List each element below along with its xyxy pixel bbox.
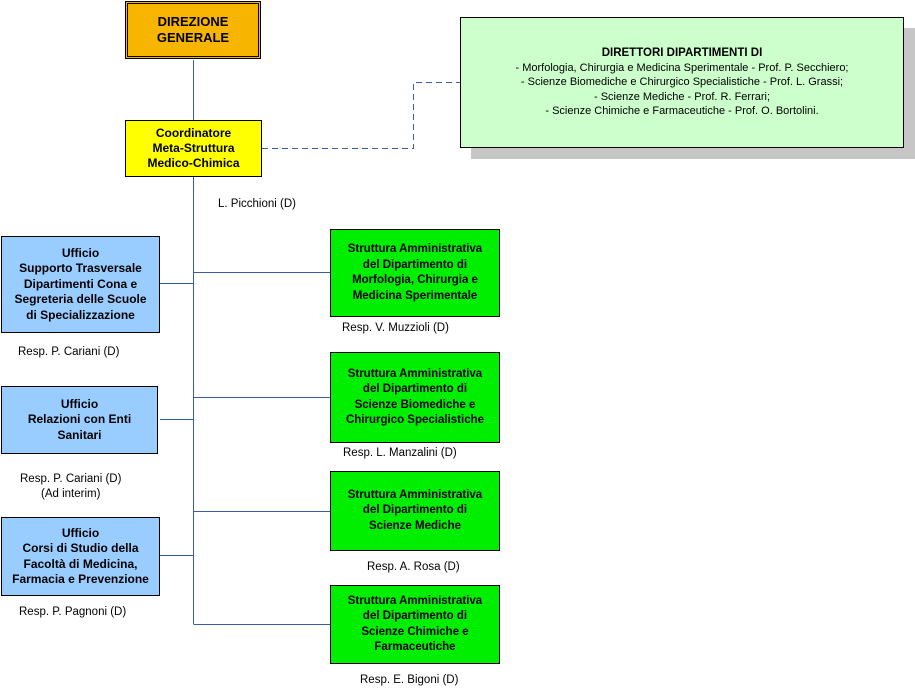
ufficio-2-resp: Resp. P. Cariani (D) (Ad interim) bbox=[20, 472, 121, 502]
struttura-2-line-3: Scienze Biomediche e bbox=[354, 398, 476, 411]
struttura-biomediche-box: Struttura Amministrativa del Dipartiment… bbox=[330, 352, 500, 443]
struttura-1-resp: Resp. V. Muzzioli (D) bbox=[342, 322, 449, 334]
ufficio-3-line-3: Facoltà di Medicina, bbox=[23, 556, 138, 571]
ufficio-1-line-3: Dipartimenti Cona e bbox=[23, 276, 138, 291]
ufficio-3-line-1: Ufficio bbox=[61, 525, 100, 540]
ufficio-3-line-4: Farmacia e Prevenzione bbox=[12, 572, 149, 586]
direttori-title: DIRETTORI DIPARTIMENTI DI bbox=[601, 47, 763, 60]
ufficio-relazioni-box: Ufficio Relazioni con Enti Sanitari bbox=[1, 386, 158, 454]
ufficio-1-line-4: Segreteria delle Scuole bbox=[14, 292, 147, 307]
coordinatore-line-2: Meta-Struttura bbox=[152, 141, 235, 155]
struttura-1-line-4: Medicina Sperimentale bbox=[352, 289, 478, 302]
direttori-line-4: - Scienze Chimiche e Farmaceutiche - Pro… bbox=[545, 105, 819, 118]
direzione-line-2: GENERALE bbox=[156, 30, 230, 45]
ufficio-supporto-box: Ufficio Supporto Trasversale Dipartiment… bbox=[1, 236, 160, 333]
ufficio-1-line-5: di Specializzazione bbox=[26, 307, 135, 322]
struttura-mediche-box: Struttura Amministrativa del Dipartiment… bbox=[330, 471, 500, 551]
direzione-generale-box: DIREZIONE GENERALE bbox=[125, 1, 261, 59]
struttura-chimiche-box: Struttura Amministrativa del Dipartiment… bbox=[330, 585, 500, 664]
struttura-2-line-1: Struttura Amministrativa bbox=[347, 367, 483, 380]
struttura-4-line-2: del Dipartimento di bbox=[362, 610, 468, 622]
direttori-line-1: - Morfologia, Chirurgia e Medicina Speri… bbox=[515, 61, 849, 74]
coordinatore-line-3: Medico-Chimica bbox=[147, 156, 240, 170]
struttura-4-line-3: Scienze Chimiche e bbox=[361, 625, 469, 638]
struttura-4-resp: Resp. E. Bigoni (D) bbox=[360, 674, 459, 686]
struttura-3-resp: Resp. A. Rosa (D) bbox=[367, 561, 460, 573]
struttura-3-line-1: Struttura Amministrativa bbox=[347, 488, 483, 501]
direttori-line-2: - Scienze Biomediche e Chirurgico Specia… bbox=[520, 76, 844, 89]
struttura-2-resp: Resp. L. Manzalini (D) bbox=[343, 447, 457, 459]
connector-dashed-direttori bbox=[262, 82, 460, 149]
ufficio-3-line-2: Corsi di Studio della bbox=[22, 541, 139, 555]
struttura-1-line-2: del Dipartimento di bbox=[362, 258, 468, 271]
struttura-2-line-4: Chirurgico Specialistiche bbox=[345, 414, 485, 426]
coordinatore-box: Coordinatore Meta-Struttura Medico-Chimi… bbox=[125, 120, 262, 177]
direzione-line-1: DIREZIONE bbox=[157, 14, 229, 29]
ufficio-1-resp: Resp. P. Cariani (D) bbox=[18, 346, 120, 358]
struttura-3-line-3: Scienze Mediche bbox=[368, 519, 462, 532]
ufficio-2-resp-line-2: (Ad interim) bbox=[40, 488, 101, 500]
ufficio-1-line-1: Ufficio bbox=[61, 245, 100, 260]
struttura-morfologia-box: Struttura Amministrativa del Dipartiment… bbox=[330, 229, 500, 317]
struttura-3-line-2: del Dipartimento di bbox=[362, 504, 468, 517]
ufficio-2-line-3: Sanitari bbox=[57, 427, 102, 442]
ufficio-2-line-1: Ufficio bbox=[60, 396, 99, 411]
struttura-2-line-2: del Dipartimento di bbox=[362, 383, 468, 395]
struttura-4-line-4: Farmaceutiche bbox=[374, 641, 456, 653]
struttura-1-line-1: Struttura Amministrativa bbox=[347, 243, 483, 255]
struttura-1-line-3: Morfologia, Chirurgia e bbox=[352, 274, 478, 286]
coordinatore-line-1: Coordinatore bbox=[155, 126, 232, 140]
direttori-box: DIRETTORI DIPARTIMENTI DI - Morfologia, … bbox=[460, 17, 904, 148]
ufficio-3-resp: Resp. P. Pagnoni (D) bbox=[19, 606, 127, 618]
struttura-4-line-1: Struttura Amministrativa bbox=[347, 594, 483, 607]
direttori-line-3: - Scienze Mediche - Prof. R. Ferrari; bbox=[593, 90, 771, 103]
ufficio-1-line-2: Supporto Trasversale bbox=[19, 261, 142, 276]
coordinatore-resp: L. Picchioni (D) bbox=[218, 198, 296, 210]
ufficio-2-resp-line-1: Resp. P. Cariani (D) bbox=[20, 473, 122, 485]
ufficio-corsi-box: Ufficio Corsi di Studio della Facoltà di… bbox=[1, 517, 160, 596]
ufficio-2-line-2: Relazioni con Enti bbox=[27, 412, 132, 427]
